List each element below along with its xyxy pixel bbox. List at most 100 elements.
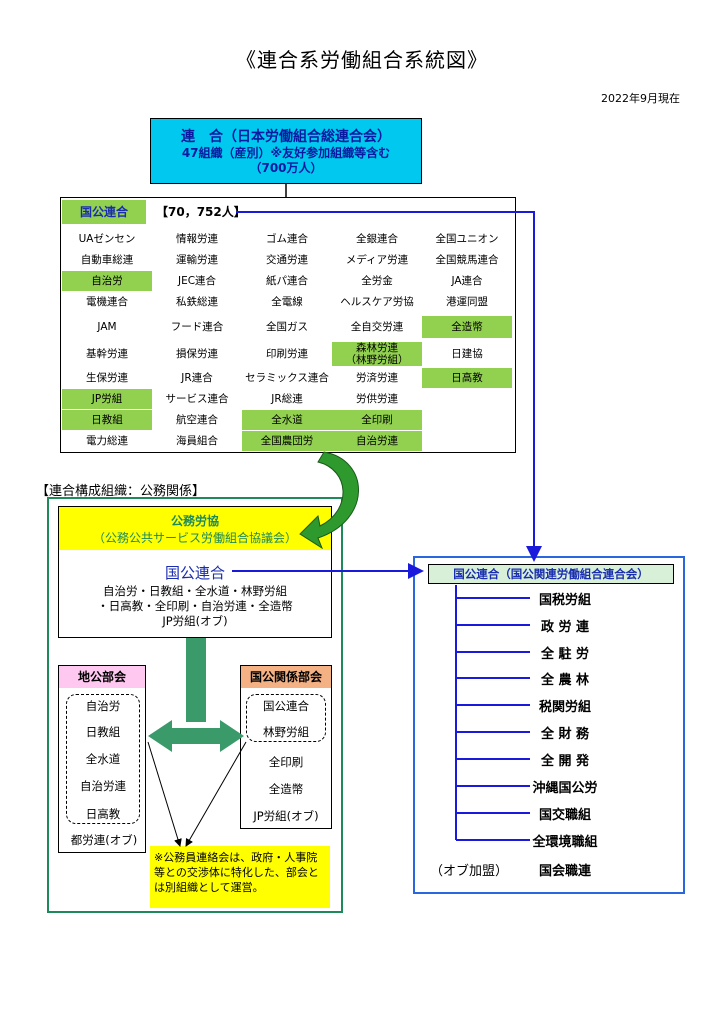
member-org-cell: 全造幣 (422, 316, 512, 338)
kokoren-full-head: 国公連合（国公関連労働組合連合会） (428, 564, 674, 584)
chikou-dashed-group (66, 694, 140, 824)
member-org-cell: JR連合 (181, 371, 213, 384)
member-org-cell: 港運同盟 (446, 295, 488, 308)
green-stem (186, 638, 206, 722)
member-org-cell: 全国ユニオン (435, 232, 499, 245)
kokoren-union: 全環境職組 (532, 835, 598, 850)
member-org-cell: JR総連 (271, 392, 303, 405)
member-org-cell: 電機連合 (86, 295, 128, 308)
rengo-members: （700万人） (249, 161, 323, 175)
member-org-cell: 日教組 (62, 410, 152, 430)
blue-link-top (236, 211, 542, 562)
member-org-cell: 自治労 (62, 271, 152, 291)
note-box: ※公務員連絡会は、政府・人事院等との交渉体に特化した、部会とは別組織として運営。 (150, 846, 330, 908)
kokan-item: JP労組(オブ) (253, 809, 319, 823)
koumu-kokoren: 国公連合 (164, 564, 225, 582)
member-org-cell: 全国農団労 (242, 431, 332, 451)
member-org-cell: 自治労連 (332, 431, 422, 451)
member-org-cell: 印刷労連 (266, 347, 308, 360)
kokoren-full-frame (413, 556, 685, 894)
ob-label: （オブ加盟） (430, 864, 509, 879)
kokoren-count: 【70，752人】 (156, 205, 246, 219)
member-org-cell: ヘルスケア労協 (340, 295, 414, 308)
member-org-cell: セラミックス連合 (245, 371, 329, 384)
kokoren-union: 全 財 務 (540, 727, 590, 742)
kokoren-union: 国税労組 (538, 593, 591, 608)
kokoren-union: 全 駐 労 (540, 647, 590, 662)
member-org-cell: 運輸労連 (176, 253, 218, 266)
kokan-box (240, 665, 332, 829)
chikou-item: 都労連(オブ) (70, 833, 138, 847)
rengo-name: 連 合（日本労働組合総連合会） (181, 129, 391, 145)
chikou-item: 全水道 (85, 752, 121, 766)
member-org-cell: 全水道 (242, 410, 332, 430)
member-org-cell: 自動車総連 (80, 253, 134, 266)
chikou-item: 日教組 (85, 725, 121, 739)
koumu-header: 公務労協 （公務公共サービス労働組合協議会） (59, 507, 331, 550)
member-org-cell: 全銀連合 (356, 232, 398, 245)
member-org-cell: 電力総連 (86, 434, 128, 447)
date-label: 2022年9月現在 (601, 92, 680, 105)
koumu-members-line1: 自治労・日教組・全水道・林野労組 (103, 584, 287, 598)
member-org-cell: 情報労連 (176, 232, 218, 245)
kokoren-union: 政 労 連 (540, 620, 590, 635)
member-org-cell: 基幹労連 (86, 347, 128, 360)
kokoren-union: 国交職組 (538, 808, 591, 823)
kokan-item: 国公連合 (263, 699, 309, 713)
member-org-cell: UAゼンセン (78, 232, 136, 245)
member-org-cell: 生保労連 (86, 371, 128, 384)
note-arrow-right (185, 741, 247, 847)
member-org-cell: 海員組合 (176, 434, 218, 447)
member-org-cell: 紙パ連合 (266, 274, 308, 287)
koumu-members-line2: ・日高教・全印刷・自治労連・全造幣 (97, 599, 293, 613)
member-org-cell: 労済労連 (356, 371, 398, 384)
kokan-item: 全印刷 (268, 755, 304, 769)
green-curved-arrow (299, 451, 359, 550)
note-arrow-left (147, 741, 182, 847)
member-org-cell: 全電線 (271, 295, 303, 308)
member-org-cell: JEC連合 (177, 274, 217, 287)
chikou-head: 地公部会 (59, 666, 145, 688)
koumu-title: 公務労協 (170, 514, 219, 528)
member-org-cell: 損保労連 (176, 347, 218, 360)
rengo-box: 連 合（日本労働組合総連合会） 47組織（産別）※友好参加組織等含む （700万… (150, 118, 422, 184)
kokoren-tree (455, 585, 530, 841)
koumu-subtitle: （公務公共サービス労働組合協議会） (92, 531, 297, 545)
chikou-item: 自治労 (85, 699, 121, 713)
kokan-dashed-group (246, 694, 326, 742)
member-org-cell: 労供労連 (356, 392, 398, 405)
member-org-cell: 森林労連 （林野労組） (332, 342, 422, 366)
member-org-cell: 全印刷 (332, 410, 422, 430)
member-org-cell: 交通労連 (266, 253, 308, 266)
member-org-cell: JAM (97, 320, 117, 333)
kokoren-union: 全 開 発 (540, 754, 590, 769)
member-org-cell: ゴム連合 (266, 232, 308, 245)
member-org-cell: メディア労連 (345, 253, 409, 266)
kokoren-label: 国公連合 (62, 200, 146, 224)
koumu-heading: 【連合構成組織：公務関係】 (36, 484, 206, 499)
member-org-cell: JP労組 (62, 389, 152, 409)
member-org-cell: 航空連合 (176, 413, 218, 426)
member-org-cell: 全国ガス (266, 320, 308, 333)
member-org-cell: 私鉄総連 (176, 295, 218, 308)
kokoren-union: 全 農 林 (540, 673, 590, 688)
kokan-item: 全造幣 (268, 782, 304, 796)
kokoren-ob-union: 国会職連 (538, 864, 591, 879)
koumu-frame (47, 497, 343, 913)
member-org-cell: フード連合 (170, 320, 224, 333)
kokoren-union: 税関労組 (538, 700, 591, 715)
member-org-cell: 日高教 (422, 368, 512, 388)
member-org-cell: サービス連合 (165, 392, 229, 405)
kokoren-union: 沖縄国公労 (532, 781, 598, 796)
koumu-members-line3: JP労組(オブ) (162, 614, 228, 628)
page-title: 《連合系労働組合系統図》 (236, 48, 488, 72)
chikou-item: 日高教 (85, 807, 121, 821)
member-org-cell: 全自交労連 (350, 320, 404, 333)
green-double-arrow (148, 720, 244, 752)
member-org-cell: 全労金 (361, 274, 393, 287)
chikou-item: 自治労連 (80, 779, 126, 793)
rengo-orgs: 47組織（産別）※友好参加組織等含む (181, 146, 391, 160)
kokan-head: 国公関係部会 (241, 666, 331, 688)
kokan-item: 林野労組 (263, 725, 309, 739)
